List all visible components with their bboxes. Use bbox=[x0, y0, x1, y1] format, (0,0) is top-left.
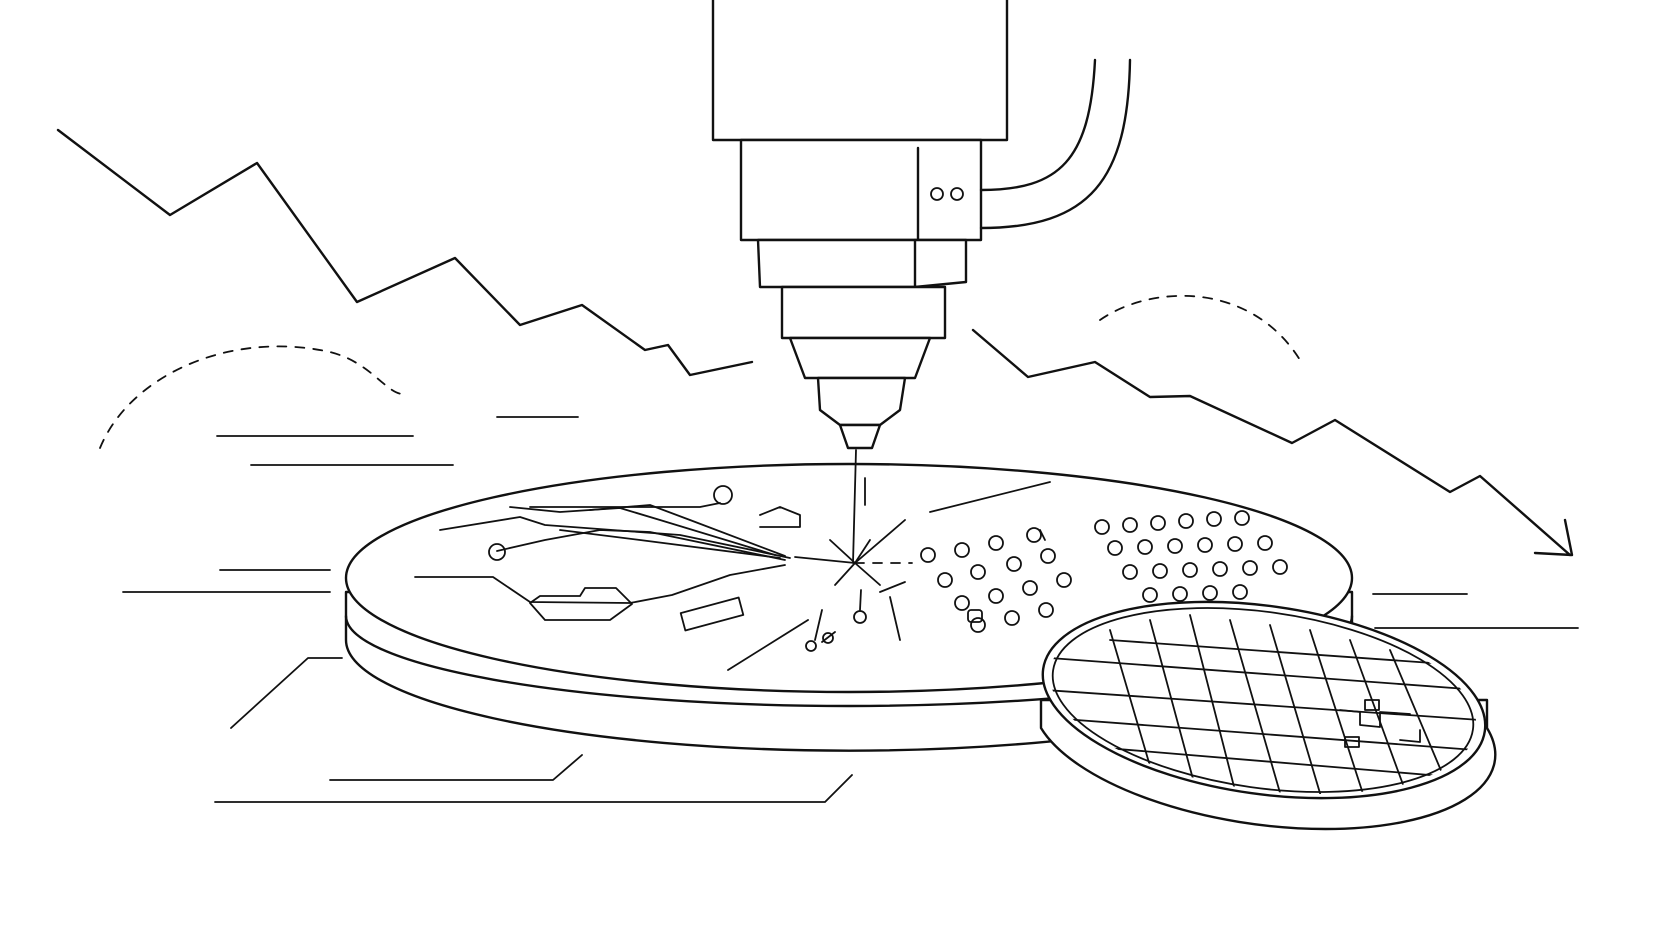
dashed-arc-right bbox=[1099, 294, 1301, 361]
arrow-head-icon bbox=[1533, 518, 1574, 557]
speed-lines bbox=[122, 416, 1579, 803]
laser-head-icon bbox=[711, 0, 1132, 450]
dot-array-pattern bbox=[920, 510, 1288, 633]
laser-beam bbox=[852, 449, 857, 564]
declining-line-left bbox=[56, 128, 754, 377]
declining-line-right bbox=[971, 328, 1572, 557]
small-wafer-grid-icon bbox=[1039, 600, 1497, 831]
dashed-arc-left bbox=[99, 345, 403, 449]
laser-spark-icon bbox=[727, 481, 1051, 671]
circuit-traces bbox=[414, 477, 867, 652]
